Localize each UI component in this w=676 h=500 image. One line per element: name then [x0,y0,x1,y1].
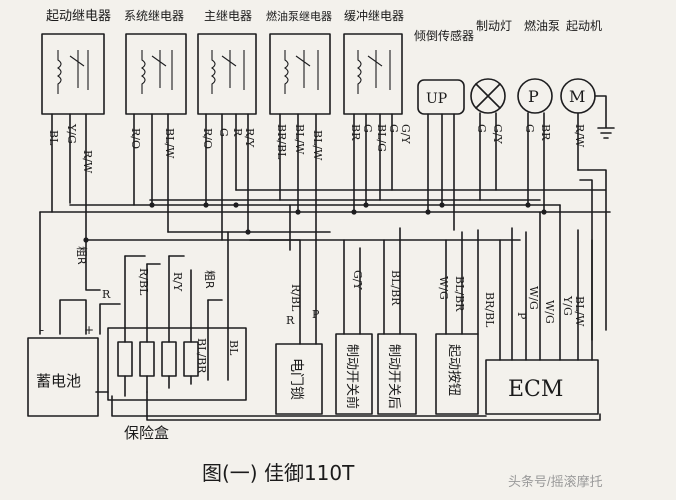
pin-label: R [231,128,244,137]
starter-motor: M 起动机 [560,19,615,139]
ecm-wire-label: W/G [527,286,540,310]
relay-system-label: 系统继电器 [124,9,184,23]
relay-start-box [41,33,105,115]
start-button-wire: BL/BR [453,276,466,312]
starter-motor-symbol: M [569,87,585,106]
battery-terminal-neg: - [40,323,44,337]
brake-lamp-label: 制动灯 [476,19,512,33]
ignition-wire-label: R/BL [289,284,302,312]
pin-label: Y/G [65,123,78,144]
ecm-label: ECM [508,377,563,402]
ecm-wire-label: W/G [543,300,556,324]
battery-box [27,337,99,417]
front-brake-label: 制动开关前 [344,344,360,409]
rear-brake-switch: 制动开关后 BL/BR [377,227,417,415]
ecm-wire-label: Y/G [561,295,574,316]
ignition-switch: 电门锁 R/BL P R [249,204,323,415]
battery-terminal-pos: + [84,323,94,337]
diagram-title: 图(一) 佳御110T [202,461,355,485]
ecm-wire-label: P [515,312,528,320]
pin-label: G [387,124,400,133]
return-wires [95,391,601,421]
pin-label: BL/W [293,124,306,155]
rear-brake-label: 制动开关后 [386,344,401,409]
pin-label: R/O [201,128,214,149]
ecm-box [485,359,599,415]
pin-label: BL [47,130,60,146]
battery-wire-label: R [102,288,111,301]
pin-label: G [475,124,488,133]
pin-label: G [217,128,230,137]
ignition-label: 电门锁 [288,358,304,400]
junction-dots [83,202,547,243]
fuse-box-frame [107,327,247,401]
battery-wire-label: 粗R [75,246,88,265]
ignition-wire-label: R [286,314,295,327]
relay-pin-labels: BL Y/G R/W R/O BL/W R/O G R R/Y BR/BL BL… [47,123,586,174]
front-brake-wire: G/Y [351,270,364,290]
ecm: ECM BR/BL W/G P W/G Y/G BL/W [483,204,599,415]
fuse-wire-label: BL/BR [195,338,208,374]
component-leads [51,112,579,241]
start-button-wire: W/G [437,276,450,300]
front-brake-switch: 制动开关前 G/Y [335,239,373,415]
pin-label: R/O [129,128,142,149]
ecm-wire-label: BR/BL [483,292,496,328]
start-button-label: 起动按钮 [446,344,461,396]
starter-motor-label: 起动机 [566,19,602,33]
relay-system: 系统继电器 [124,9,187,115]
fuse-wire-label: 粗R [203,270,216,289]
ignition-box [275,343,323,415]
relay-buffer-label: 缓冲继电器 [344,8,404,23]
pin-label: BL/G [375,124,388,152]
ecm-wire-label: BL/W [573,296,586,327]
fuse-box: 保险盒 R/BL R/Y 粗R BL/BR BL [107,231,247,442]
pin-label: BR [539,124,552,141]
fuel-pump-label: 燃油泵 [524,18,560,33]
relay-main-label: 主继电器 [204,9,252,23]
relay-buffer: 缓冲继电器 [343,8,404,115]
battery: 蓄电池 - + 粗R R [27,211,121,417]
fuse-wire-label: R/Y [171,272,184,292]
relay-main: 主继电器 [197,9,257,115]
tilt-sensor: UP 倾倒传感器 [414,28,474,115]
pin-label: BR/BL [275,124,288,160]
tilt-sensor-symbol: UP [426,91,447,107]
pin-label: G/Y [491,124,504,144]
pin-label: R/Y [243,128,256,148]
pin-label: G [361,124,374,133]
battery-label: 蓄电池 [36,372,81,390]
watermark: 头条号/摇滚摩托 [508,474,603,489]
fuse-box-label: 保险盒 [124,424,169,442]
pin-label: R/W [81,150,94,174]
relay-start: 起动继电器 [41,9,111,115]
brake-lamp: 制动灯 [470,19,512,114]
fuel-pump-symbol: P [528,87,539,106]
start-button: 起动按钮 W/G BL/BR [435,229,479,415]
fuse-wire-label: BL [227,340,240,356]
relay-start-label: 起动继电器 [46,9,111,24]
ground-symbol [594,95,615,139]
pin-label: R/W [573,124,586,148]
fuse-wire-label: R/BL [137,268,150,296]
relay-fuel-label: 燃油泵继电器 [266,9,332,23]
tilt-sensor-label: 倾倒传感器 [414,28,474,43]
rear-brake-wire: BL/BR [389,270,402,306]
pin-label: BR [349,124,362,141]
pin-label: BL/W [311,130,324,161]
pin-label: BL/W [163,128,176,159]
ignition-wire-label: P [312,308,320,321]
fuel-pump: P 燃油泵 [517,18,560,114]
pin-label: G [523,124,536,133]
relay-fuel-pump: 燃油泵继电器 [266,9,332,115]
pin-label: G/Y [399,124,412,144]
